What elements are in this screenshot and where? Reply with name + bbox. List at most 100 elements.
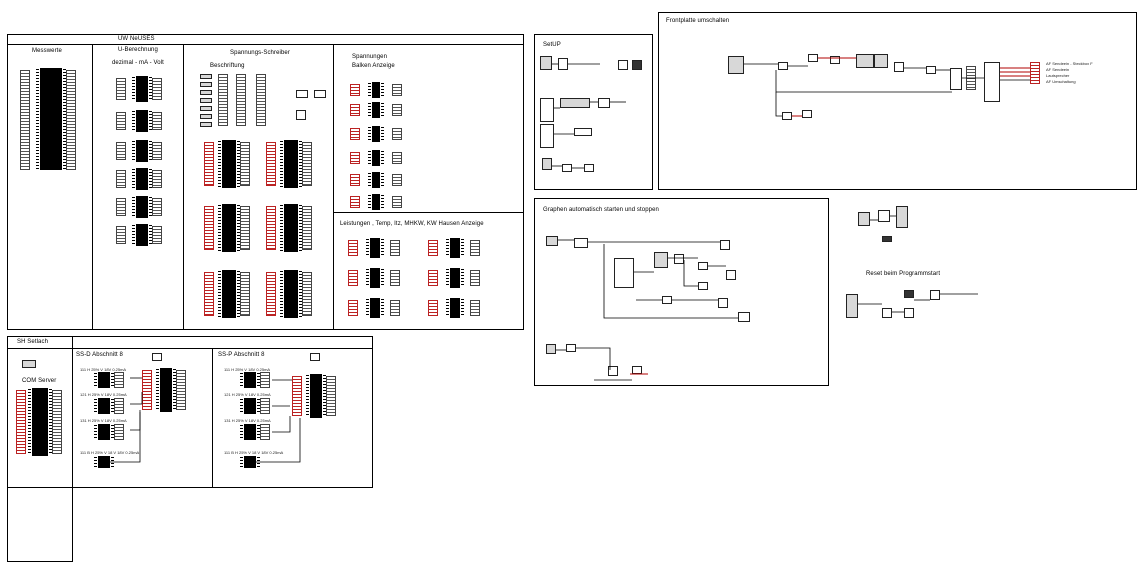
ssp-chip-2[interactable] — [240, 398, 260, 414]
gr-block-11[interactable] — [738, 312, 750, 322]
gr-block-4[interactable] — [674, 254, 684, 264]
beschriftung-cell[interactable] — [200, 98, 212, 103]
gr-block-8[interactable] — [726, 270, 736, 280]
setup-block-2[interactable] — [558, 58, 568, 70]
gr-block-5[interactable] — [698, 262, 708, 270]
balken-chip-3[interactable] — [368, 126, 384, 142]
schreiber-chip-4[interactable] — [280, 204, 302, 252]
gr-block-13[interactable] — [566, 344, 576, 352]
reset-block-2[interactable] — [904, 290, 914, 298]
ssp-out-2 — [260, 398, 270, 414]
schreiber-chip-3[interactable] — [218, 204, 240, 252]
beschriftung-cell[interactable] — [200, 90, 212, 95]
reset-block-3[interactable] — [930, 290, 940, 300]
beschriftung-cell[interactable] — [200, 114, 212, 119]
ssd-chip-2[interactable] — [94, 398, 114, 414]
u-calc-chip-2[interactable] — [132, 110, 152, 132]
ssd-chip-3[interactable] — [94, 424, 114, 440]
leistung-5-in — [348, 300, 358, 316]
setup-block-6[interactable] — [598, 98, 610, 108]
beschriftung-col-4 — [256, 74, 266, 126]
fp-block-1[interactable] — [728, 56, 744, 74]
ssd-chip-1[interactable] — [94, 372, 114, 388]
ssd-header-block[interactable] — [152, 353, 162, 361]
gr-block-6[interactable] — [698, 282, 708, 290]
fp-block-6[interactable] — [874, 54, 888, 68]
schreiber-chip-6[interactable] — [280, 270, 302, 318]
gr-block-9[interactable] — [662, 296, 672, 304]
beschriftung-block-b[interactable] — [314, 90, 326, 98]
setup-block-4[interactable] — [632, 60, 642, 70]
leistung-chip-6[interactable] — [446, 298, 464, 318]
reset-block-1[interactable] — [846, 294, 858, 318]
schreiber-chip-5[interactable] — [218, 270, 240, 318]
reset-top-block-1[interactable] — [858, 212, 870, 226]
ssp-chip-1[interactable] — [240, 372, 260, 388]
balken-chip-6[interactable] — [368, 194, 384, 210]
setup-block-1[interactable] — [540, 56, 552, 70]
beschriftung-block-a[interactable] — [296, 90, 308, 98]
setup-t-block-1[interactable] — [540, 98, 554, 122]
leistung-chip-3[interactable] — [366, 268, 384, 288]
fp-block-11[interactable] — [782, 112, 792, 120]
gr-block-1[interactable] — [546, 236, 558, 246]
fp-block-10[interactable] — [984, 62, 1000, 102]
gr-block-10[interactable] — [718, 298, 728, 308]
balken-chip-4[interactable] — [368, 150, 384, 166]
messwerte-chip[interactable] — [36, 68, 66, 170]
fp-block-3[interactable] — [808, 54, 818, 62]
u-calc-chip-6[interactable] — [132, 224, 152, 246]
beschriftung-cell[interactable] — [200, 82, 212, 87]
beschriftung-cell[interactable] — [200, 122, 212, 127]
gr-block-14[interactable] — [608, 366, 618, 376]
setup-t-block-2[interactable] — [540, 124, 554, 148]
fp-block-5[interactable] — [856, 54, 874, 68]
leistung-6-in — [428, 300, 438, 316]
fp-block-4[interactable] — [830, 56, 840, 64]
fp-block-12[interactable] — [802, 110, 812, 118]
balken-chip-2[interactable] — [368, 102, 384, 118]
u-calc-chip-5[interactable] — [132, 196, 152, 218]
setup-block-7[interactable] — [574, 128, 592, 136]
ssd-main-chip[interactable] — [156, 368, 176, 412]
leistung-chip-5[interactable] — [366, 298, 384, 318]
setup-block-5[interactable] — [560, 98, 590, 108]
setup-block-8[interactable] — [542, 158, 552, 170]
u-calc-chip-3[interactable] — [132, 140, 152, 162]
balken-chip-5[interactable] — [368, 172, 384, 188]
ssp-chip-3[interactable] — [240, 424, 260, 440]
ssp-header-block[interactable] — [310, 353, 320, 361]
gr-block-12[interactable] — [546, 344, 556, 354]
fp-block-9[interactable] — [950, 68, 962, 90]
leistung-chip-4[interactable] — [446, 268, 464, 288]
schreiber-chip-2[interactable] — [280, 140, 302, 188]
u-calc-chip-1[interactable] — [132, 76, 152, 102]
com-server-chip[interactable] — [28, 388, 52, 456]
setup-block-10[interactable] — [584, 164, 594, 172]
beschriftung-cell[interactable] — [200, 74, 212, 79]
gr-block-3[interactable] — [654, 252, 668, 268]
reset-top-block-2[interactable] — [878, 210, 890, 222]
u-calc-chip-4[interactable] — [132, 168, 152, 190]
gr-block-7[interactable] — [720, 240, 730, 250]
reset-top-block-4[interactable] — [882, 236, 892, 242]
fp-block-2[interactable] — [778, 62, 788, 70]
leistung-chip-1[interactable] — [366, 238, 384, 258]
beschriftung-block-c[interactable] — [296, 110, 306, 120]
ssp-main-chip[interactable] — [306, 374, 326, 418]
frame-graphen — [534, 198, 829, 386]
gr-t-block[interactable] — [614, 258, 634, 288]
gr-block-2[interactable] — [574, 238, 588, 248]
com-server-header[interactable] — [22, 360, 36, 368]
schreiber-chip-1[interactable] — [218, 140, 240, 188]
reset-block-5[interactable] — [904, 308, 914, 318]
fp-block-7[interactable] — [894, 62, 904, 72]
fp-block-8[interactable] — [926, 66, 936, 74]
balken-chip-1[interactable] — [368, 82, 384, 98]
setup-block-3[interactable] — [618, 60, 628, 70]
beschriftung-cell[interactable] — [200, 106, 212, 111]
reset-top-block-3[interactable] — [896, 206, 908, 228]
leistung-chip-2[interactable] — [446, 238, 464, 258]
setup-block-9[interactable] — [562, 164, 572, 172]
reset-block-4[interactable] — [882, 308, 892, 318]
